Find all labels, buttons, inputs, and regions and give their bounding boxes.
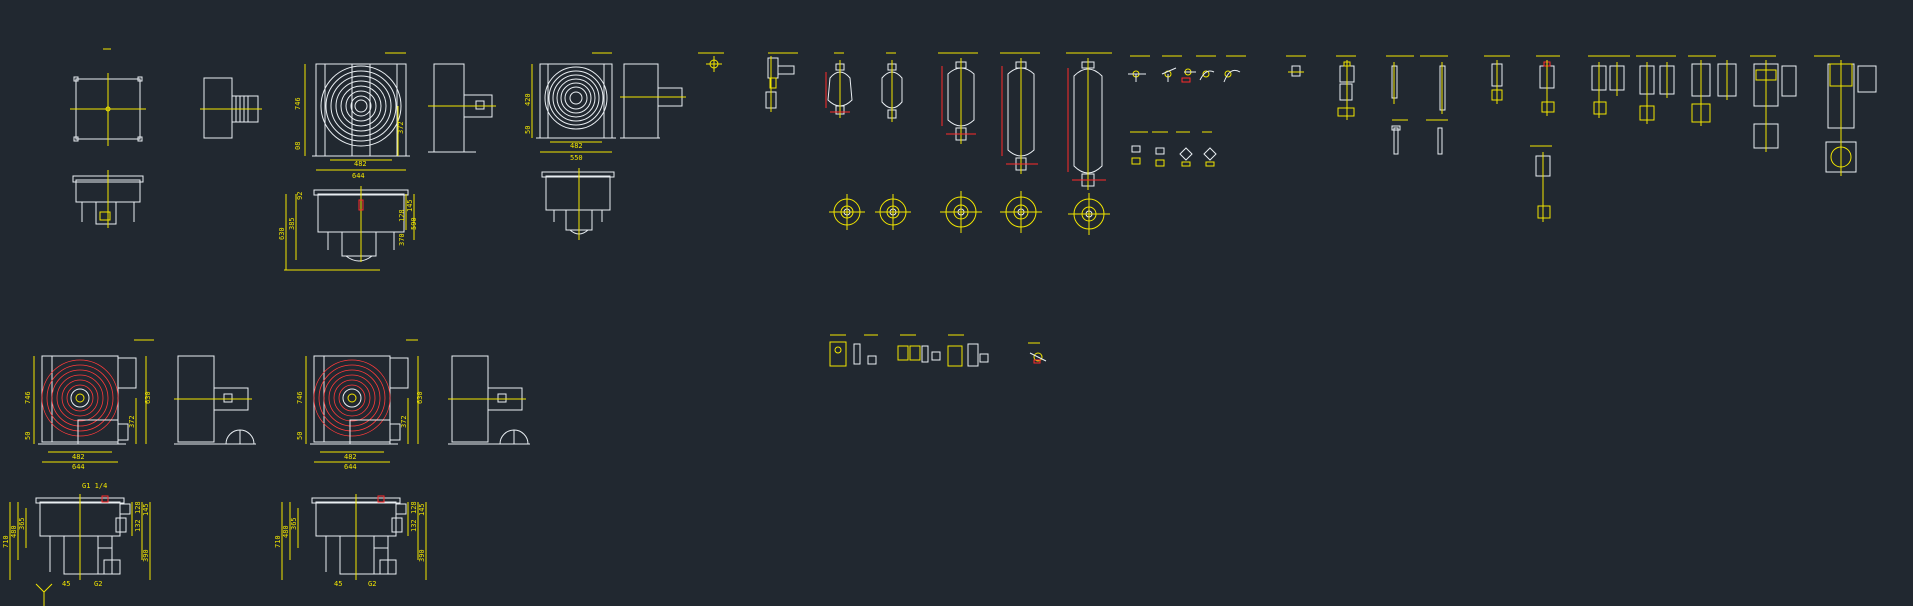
b2-dim-746: 746	[296, 391, 304, 404]
dim-width-644: 644	[352, 172, 365, 180]
block-square-plan	[70, 48, 146, 146]
b2-dim-50: 50	[296, 432, 304, 440]
b1-plan-390: 390	[142, 549, 150, 562]
b1-plan-480: 480	[10, 525, 18, 538]
cooler-front-view: 746 08 372 482 644	[294, 52, 410, 180]
b2-bottom-45: 45	[334, 580, 342, 588]
dim2-height-420: 420	[524, 93, 532, 106]
filter-small-group	[1286, 55, 1356, 120]
dim-width-482: 482	[354, 160, 367, 168]
block-square-elevation	[72, 170, 144, 228]
filter-large-group	[1750, 55, 1877, 176]
accumulator-5	[1066, 52, 1112, 235]
dim2-height-50: 50	[524, 126, 532, 134]
b2-dim-482: 482	[344, 453, 357, 461]
valve-assembly	[765, 52, 798, 112]
cooler-plan-view: 630 385 92 145 128 370 590	[278, 186, 418, 271]
dim-height-746: 746	[294, 97, 302, 110]
cooler-red-side-1	[174, 355, 256, 445]
b2-bottom-g2: G2	[368, 580, 376, 588]
b2-plan-128: 128	[410, 501, 418, 514]
b2-plan-710: 710	[274, 535, 282, 548]
b1-plan-145: 145	[142, 503, 150, 516]
plan-dim-128: 128	[398, 209, 406, 222]
plan-dim-630: 630	[278, 227, 286, 240]
dim-height-372: 372	[397, 121, 405, 134]
accumulator-4	[1000, 52, 1042, 233]
b1-dim-50: 50	[24, 432, 32, 440]
b1-dim-630: 630	[144, 391, 152, 404]
cooler2-plan-view	[541, 168, 615, 240]
dim-height-08: 08	[294, 142, 302, 150]
cooler-red-front-1: 746 50 372 630 482 644	[24, 339, 154, 471]
cooler2-front-view: 420 50 482 550	[524, 52, 616, 162]
accumulator-3	[938, 52, 982, 233]
dim2-width-482: 482	[570, 142, 583, 150]
plan-dim-385: 385	[288, 217, 296, 230]
fittings-group	[1128, 55, 1246, 167]
b1-dim-746: 746	[24, 391, 32, 404]
b1-plan-710: 710	[2, 535, 10, 548]
b2-plan-132: 132	[410, 519, 418, 532]
cooler-side-view	[428, 63, 496, 153]
b1-port-label: G1 1/4	[82, 482, 107, 490]
b1-bottom-45: 45	[62, 580, 70, 588]
b2-plan-365: 365	[290, 517, 298, 530]
b2-dim-372: 372	[400, 415, 408, 428]
fan-coil-rings	[320, 65, 402, 147]
b1-plan-128: 128	[134, 501, 142, 514]
b1-dim-482: 482	[72, 453, 85, 461]
cooler-red-front-2: 746 50 372 630 482 644	[296, 339, 424, 471]
b2-plan-480: 480	[282, 525, 290, 538]
b2-plan-145: 145	[418, 503, 426, 516]
b2-dim-644: 644	[344, 463, 357, 471]
cooler2-side-view	[620, 63, 686, 139]
red-coil-rings	[41, 359, 119, 437]
accumulator-2	[875, 52, 911, 230]
filter-tall-1	[1484, 55, 1560, 222]
plan-dim-590: 590	[410, 217, 418, 230]
plan-dim-370: 370	[398, 233, 406, 246]
small-fitting	[698, 52, 724, 72]
cooler-red-plan-1: G1 1/4 710 480 365 145 128 132 390 45 G2	[2, 482, 151, 606]
filter-pairs	[1588, 55, 1737, 126]
b2-dim-630: 630	[416, 391, 424, 404]
mid-parts-row	[829, 334, 1047, 367]
b1-bottom-g2: G2	[94, 580, 102, 588]
dim2-width-550: 550	[570, 154, 583, 162]
cooler-red-side-2	[448, 355, 530, 445]
rod-parts-group	[1386, 55, 1448, 155]
block-motor-side	[200, 77, 262, 139]
accumulator-1	[825, 52, 865, 230]
b1-plan-365: 365	[18, 517, 26, 530]
plan-dim-92: 92	[296, 192, 304, 200]
b1-dim-372: 372	[128, 415, 136, 428]
b2-plan-390: 390	[418, 549, 426, 562]
cooler-red-plan-2: 710 480 365 145 128 132 390 45 G2	[274, 494, 427, 588]
b1-plan-132: 132	[134, 519, 142, 532]
b1-dim-644: 644	[72, 463, 85, 471]
plan-dim-145: 145	[406, 199, 414, 212]
